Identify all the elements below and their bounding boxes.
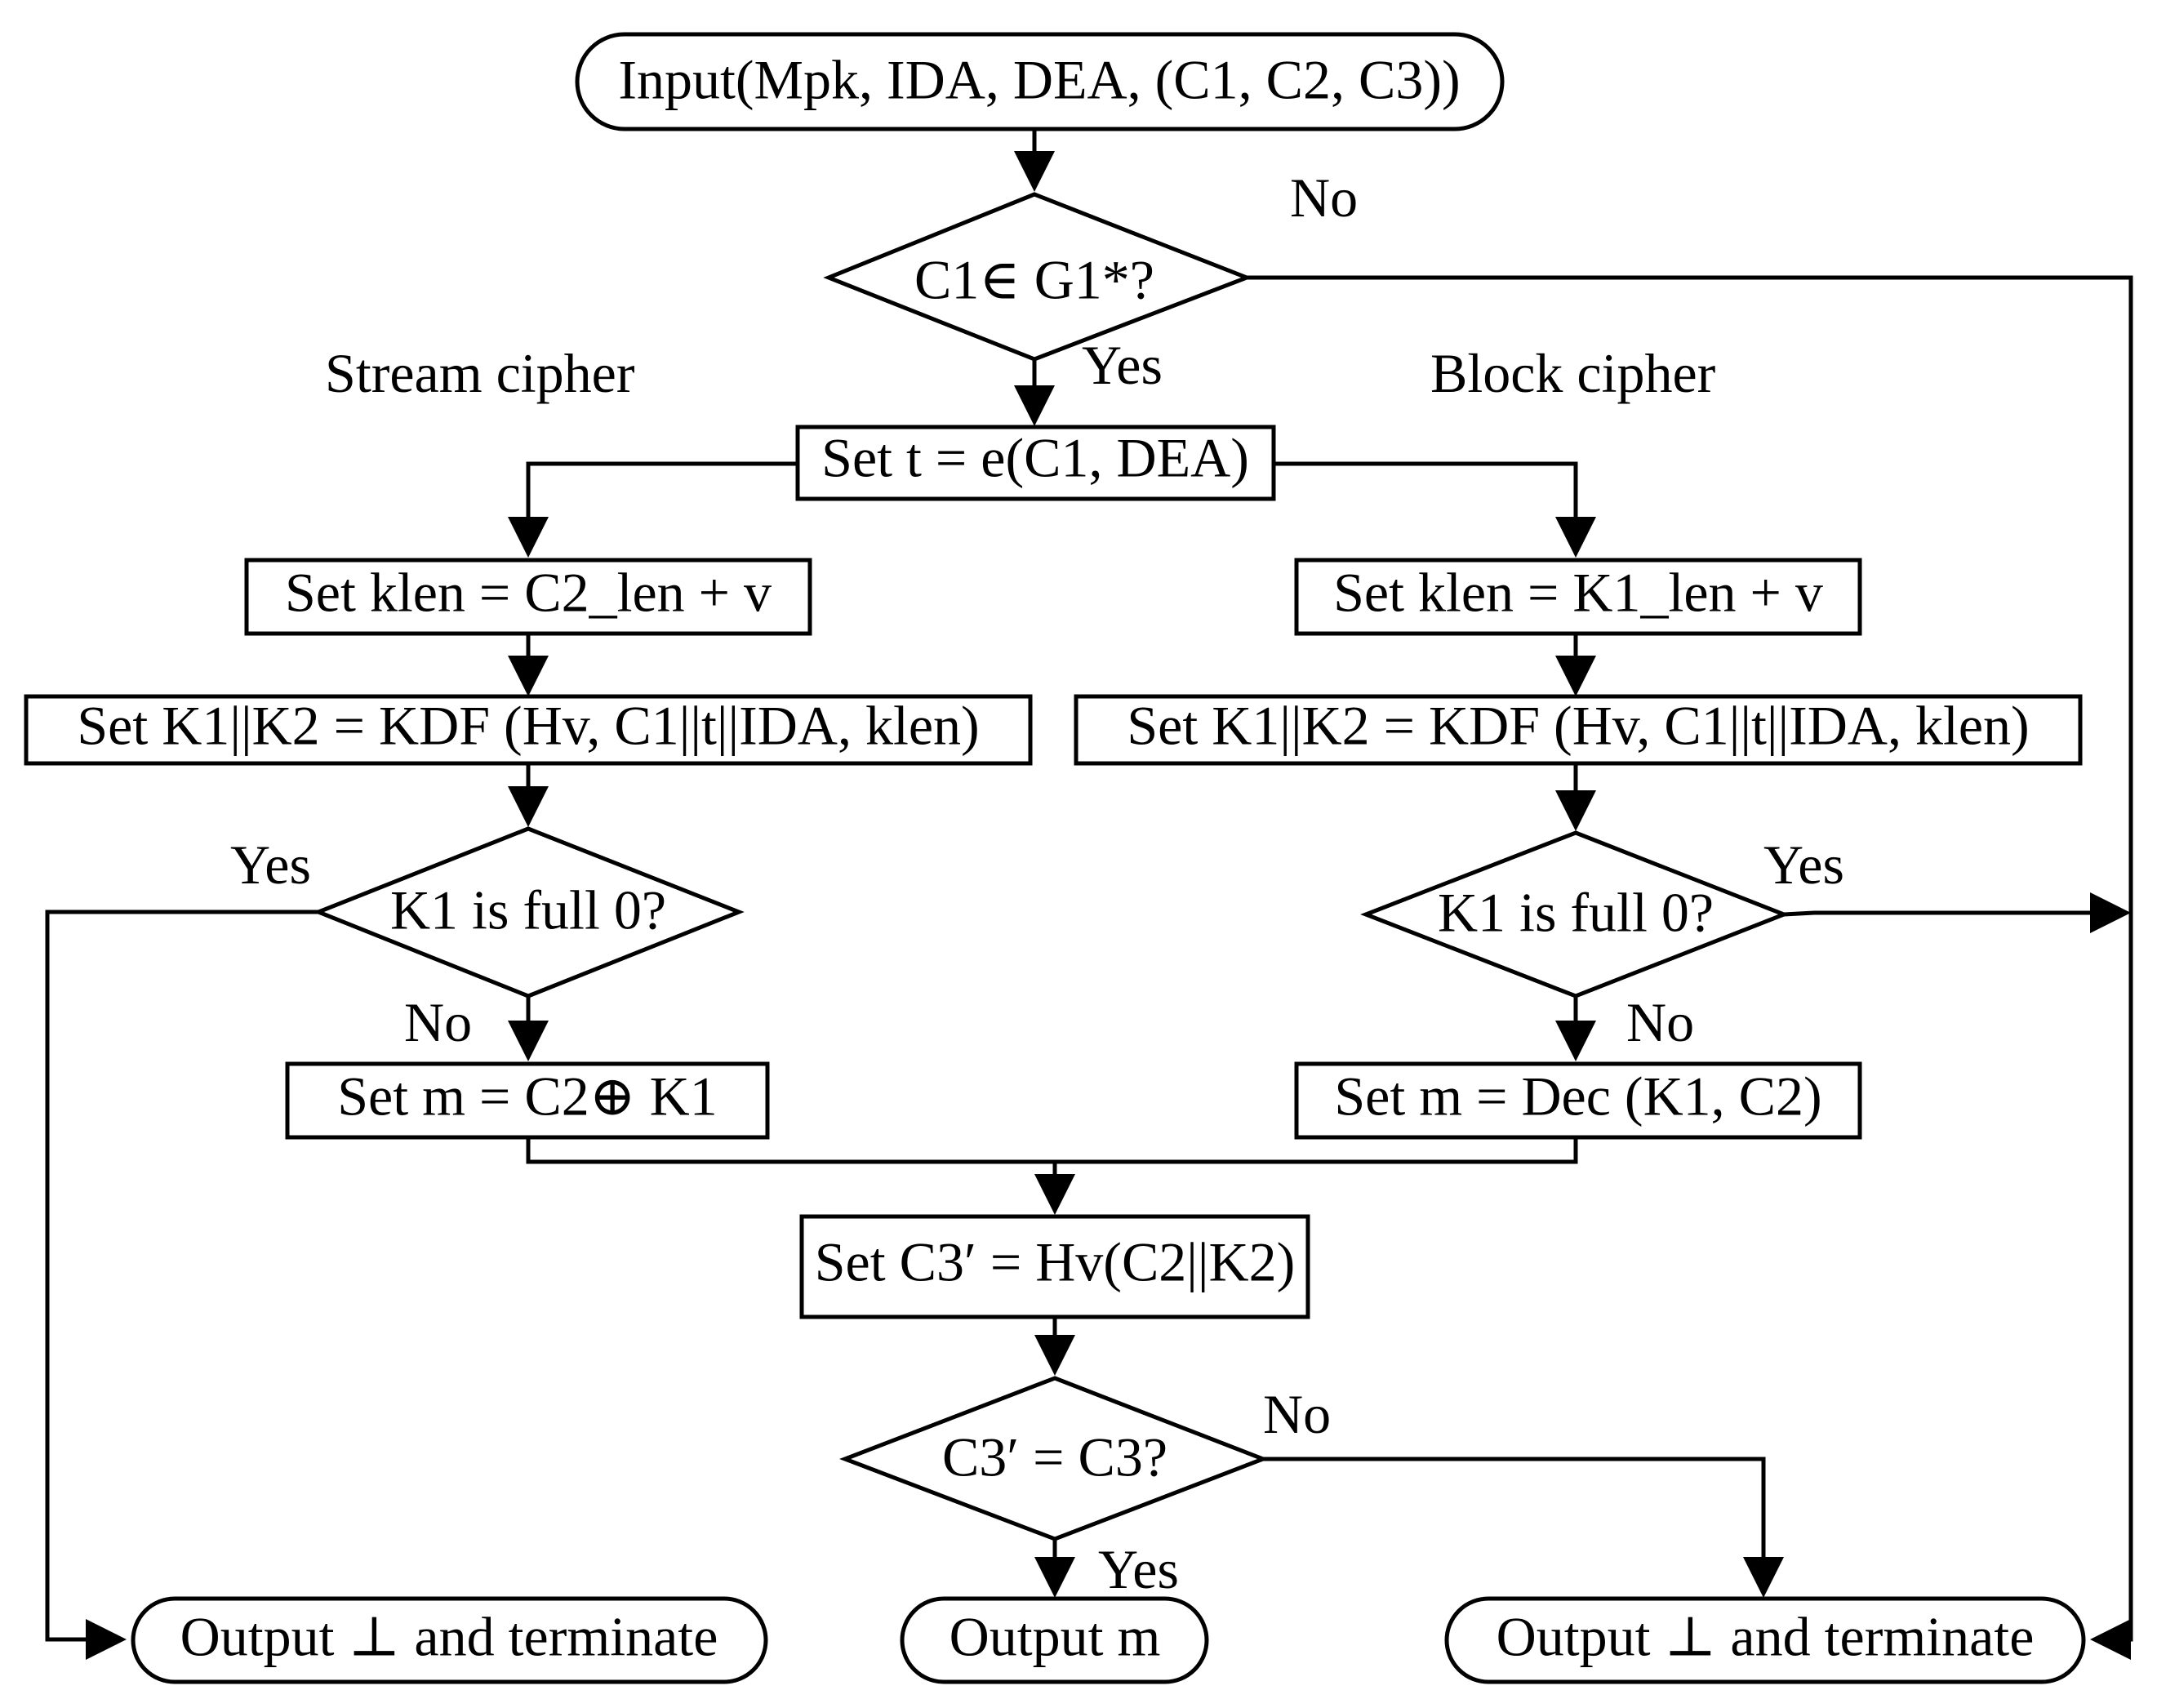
check-c1-node: C1∈ G1*? [823,192,1252,362]
input-text: Input(Mpk, IDA, DEA, (C1, C2, C3)) [618,49,1460,111]
stream-set-m-text: Set m = C2⊕ K1 [337,1065,718,1128]
label-yes-c1: Yes [1082,334,1163,396]
stream-set-kdf-text: Set K1||K2 = KDF (Hv, C1||t||IDA, klen) [77,695,979,757]
stream-set-kdf-node: Set K1||K2 = KDF (Hv, C1||t||IDA, klen) [24,694,1033,766]
block-set-klen-node: Set klen = K1_len + v [1294,558,1862,636]
arrow-stream-check-k1-yes-to-output-fail [45,910,318,1660]
stream-output-fail-text: Output ⊥ and terminate [180,1606,718,1668]
label-no-c1: No [1290,167,1358,229]
block-set-kdf-text: Set K1||K2 = KDF (Hv, C1||t||IDA, klen) [1127,695,2029,757]
arrow-block-check-k1-yes-to-right-rail [1783,892,2131,933]
label-no-block-k1: No [1626,991,1694,1053]
label-yes-block-k1: Yes [1763,834,1844,896]
arrow-check-c1-no-to-output-fail-right [1247,275,2133,1660]
block-output-fail-node: Output ⊥ and terminate [1444,1596,2086,1684]
block-check-k1-text: K1 is full 0? [1438,882,1714,944]
label-no-stream-k1: No [404,991,472,1053]
stream-check-k1-text: K1 is full 0? [390,879,666,941]
label-yes-c3: Yes [1098,1538,1179,1600]
set-t-node: Set t = e(C1, DEA) [795,425,1276,501]
check-c3-text: C3′ = C3? [942,1426,1167,1488]
stream-check-k1-node: K1 is full 0? [313,826,745,999]
label-block-cipher: Block cipher [1430,342,1716,404]
arrow-set-t-to-block-klen [1274,461,1596,558]
label-stream-cipher: Stream cipher [325,342,635,404]
check-c3-node: C3′ = C3? [839,1376,1269,1541]
block-set-kdf-node: Set K1||K2 = KDF (Hv, C1||t||IDA, klen) [1074,694,2083,766]
block-set-klen-text: Set klen = K1_len + v [1333,562,1823,624]
stream-output-fail-node: Output ⊥ and terminate [131,1596,768,1684]
check-c1-text: C1∈ G1*? [914,249,1154,311]
connectors [45,131,2133,1660]
block-set-m-node: Set m = Dec (K1, C2) [1294,1061,1862,1140]
stream-set-klen-node: Set klen = C2_len + v [244,558,812,636]
arrow-set-t-to-stream-klen [508,461,798,558]
input-node: Input(Mpk, IDA, DEA, (C1, C2, C3)) [575,32,1505,131]
output-m-text: Output m [950,1606,1161,1668]
label-no-c3: No [1263,1383,1331,1445]
block-set-m-text: Set m = Dec (K1, C2) [1334,1065,1821,1128]
merge-stream-set-m [526,1137,1578,1164]
stream-set-m-node: Set m = C2⊕ K1 [285,1061,770,1140]
set-c3-node: Set C3′ = Hv(C2||K2) [799,1214,1310,1319]
stream-set-klen-text: Set klen = C2_len + v [285,562,772,624]
label-yes-stream-k1: Yes [230,834,311,896]
set-t-text: Set t = e(C1, DEA) [821,427,1249,489]
block-check-k1-node: K1 is full 0? [1360,830,1790,999]
block-output-fail-text: Output ⊥ and terminate [1497,1606,2035,1668]
arrow-check-c3-no-to-output-fail-right [1263,1457,1784,1598]
output-m-node: Output m [900,1596,1209,1684]
set-c3-text: Set C3′ = Hv(C2||K2) [815,1231,1296,1293]
